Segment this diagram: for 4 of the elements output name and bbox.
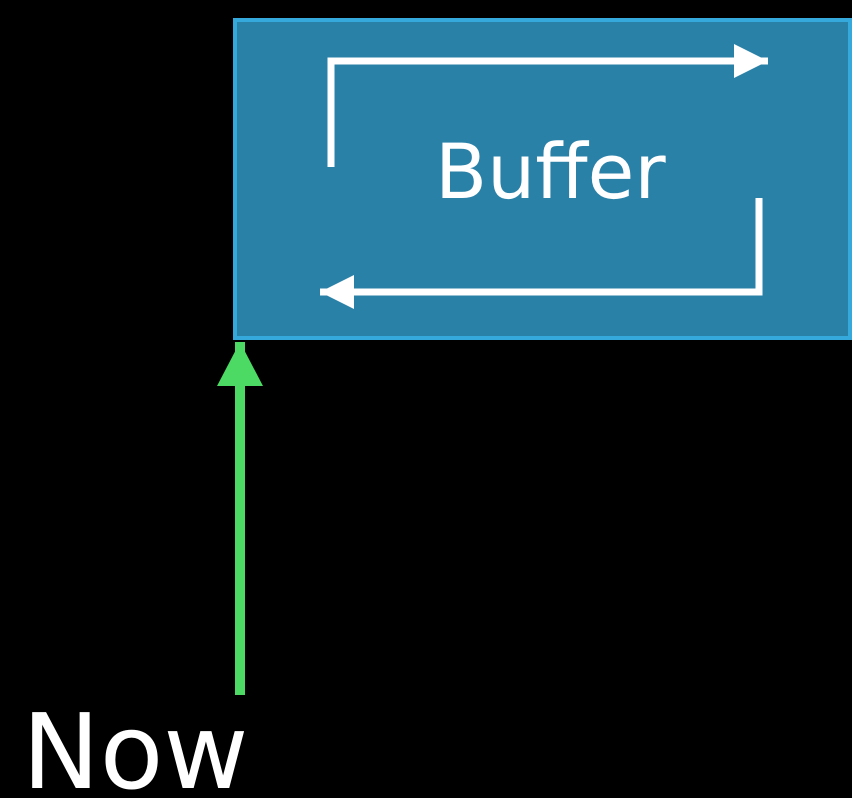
buffer-box (233, 18, 852, 340)
box-label: Buffer (435, 134, 666, 210)
arrow (217, 342, 263, 695)
text-label: Now (22, 700, 248, 798)
